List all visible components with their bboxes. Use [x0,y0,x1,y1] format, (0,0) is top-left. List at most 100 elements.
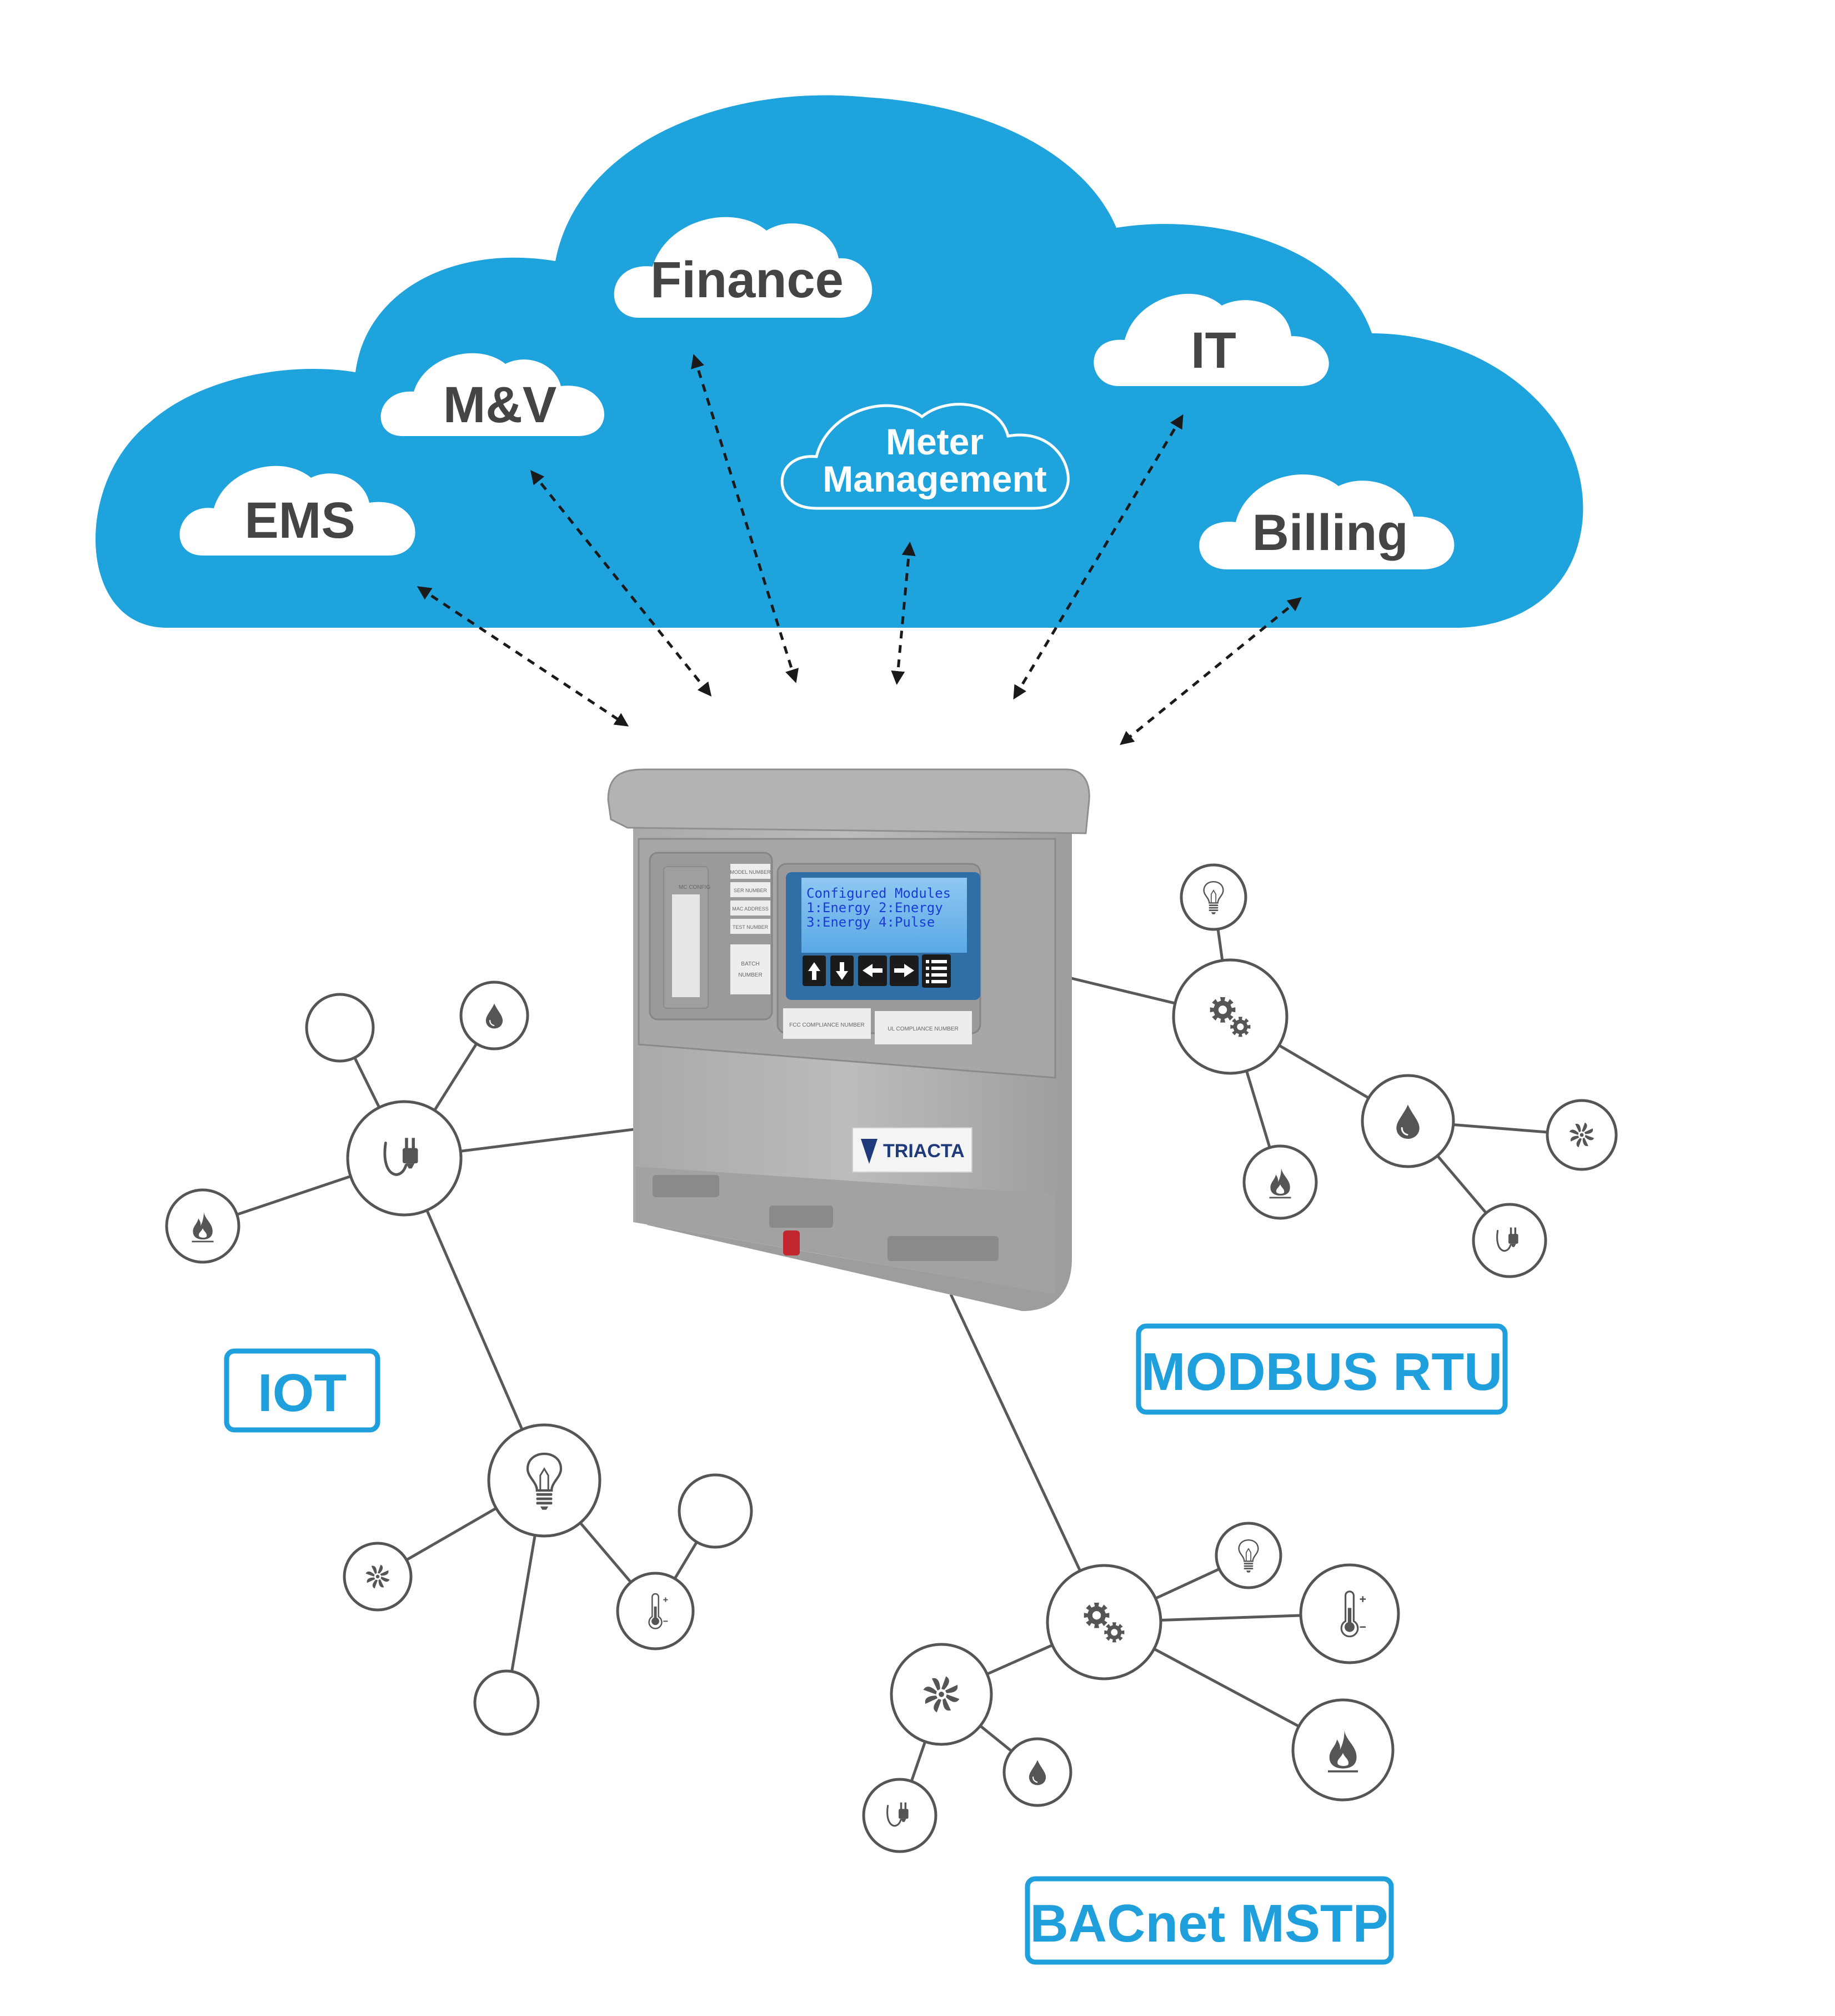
network-nodes [165,863,1618,1853]
lcd-line-3: 3:Energy 4:Pulse [806,914,935,930]
light-bulb-icon [1203,881,1224,914]
node-plug [346,1100,463,1217]
terminal-right [888,1236,999,1261]
batch-text: BATCH [741,961,759,967]
thermometer-icon [1340,1590,1366,1638]
node-gears [1172,958,1288,1075]
node-empty [678,1473,753,1549]
it-label: IT [1191,322,1236,379]
config-label [672,894,700,997]
water-drop-icon [1029,1760,1046,1785]
node-plug [862,1778,937,1853]
brand-text: TRIACTA [883,1140,965,1162]
water-drop-icon [485,1003,503,1029]
lcd-display [801,878,967,953]
arrow-right-icon [894,964,914,977]
node-fan [1546,1099,1618,1171]
node-fan [343,1542,413,1612]
node-bulb [487,1423,601,1538]
arrow-down-icon [836,962,848,980]
node-circle [487,1423,601,1538]
keypad[interactable] [803,954,951,988]
model-number-text: MODEL NUMBER [730,869,771,875]
node-flame [165,1188,240,1264]
fan-icon [923,1676,960,1713]
batch-number-text: NUMBER [738,972,762,978]
test-number-text: TEST NUMBER [733,924,769,930]
node-drop [1002,1737,1072,1807]
plug-icon [1496,1227,1518,1252]
triacta-logo-icon [861,1139,878,1164]
mc-config-text: MC CONFIG [679,884,710,891]
network-link [949,1293,1106,1623]
gears-icon [1210,997,1251,1037]
triacta-meter-device: MC CONFIG MODEL NUMBER SER NUMBER MAC AD… [607,768,1090,1311]
cloud-service-it: IT [1094,293,1329,386]
node-drop [459,981,529,1050]
arrow-left-icon [863,964,883,977]
ul-tag [875,1011,972,1044]
flame-icon [1328,1730,1358,1773]
node-gears [1046,1564,1162,1680]
ser-number-text: SER NUMBER [734,888,768,893]
info-tags: MODEL NUMBER SER NUMBER MAC ADDRESS TEST… [730,864,771,994]
lcd-line-1: Configured Modules [806,886,951,901]
light-bulb-icon [526,1452,563,1510]
fcc-text: FCC COMPLIANCE NUMBER [789,1022,865,1028]
node-flame [1242,1144,1318,1220]
lcd-line-2: 1:Energy 2:Energy [806,900,943,916]
arrow-ems [417,586,629,727]
fan-icon [365,1564,390,1589]
cloud-service-ems: EMS [179,466,415,556]
cloud-connection-arrows [417,354,1302,746]
node-drop [1361,1074,1455,1168]
iot-label: IOT [258,1363,347,1423]
node-bulb [1180,863,1247,931]
cloud: EMS M&V Finance IT Billing Meter Managem… [96,95,1583,628]
iot-badge: IOT [224,1348,380,1433]
arrow-it [1013,414,1184,700]
terminal-left [653,1175,719,1197]
node-flame [1291,1698,1395,1802]
gears-icon [1084,1602,1125,1643]
protocol-labels: IOT MODBUS RTU BACnet MSTP [224,1323,1508,1965]
fan-icon [1569,1122,1595,1148]
fcc-tag [783,1008,871,1039]
menu-icon [926,960,947,983]
arrow-up-icon [808,962,820,980]
billing-label: Billing [1252,504,1408,561]
node-empty [473,1669,540,1736]
node-circle [305,993,375,1063]
plug-icon [383,1138,418,1176]
finance-label: Finance [650,252,844,308]
device-bottom [636,1167,1055,1294]
arrow-mv [530,470,712,697]
node-circle [1180,863,1247,931]
node-plug [1472,1203,1547,1278]
mv-label: M&V [443,377,556,433]
water-drop-icon [1396,1104,1420,1139]
device-lid [607,768,1090,834]
meter-management-line1: Meter [886,421,984,462]
network-link [403,1158,546,1481]
node-circle [678,1473,753,1549]
node-fan [890,1643,993,1746]
cloud-shape [96,95,1583,628]
plug-icon [886,1802,909,1827]
modbus-label: MODBUS RTU [1141,1342,1503,1402]
node-bulb [1215,1522,1282,1589]
modbus-badge: MODBUS RTU [1136,1323,1508,1415]
arrow-billing [1120,597,1302,746]
meter-management-line2: Management [823,458,1046,499]
ems-label: EMS [244,492,355,549]
cloud-service-finance: Finance [614,217,873,318]
node-empty [305,993,375,1063]
cloud-service-billing: Billing [1199,474,1455,569]
terminal-center [769,1205,833,1228]
cloud-service-mv: M&V [380,353,605,436]
bacnet-badge: BACnet MSTP [1025,1876,1394,1965]
thermometer-icon [648,1593,668,1629]
flame-icon [192,1212,214,1243]
red-connector [783,1230,800,1255]
